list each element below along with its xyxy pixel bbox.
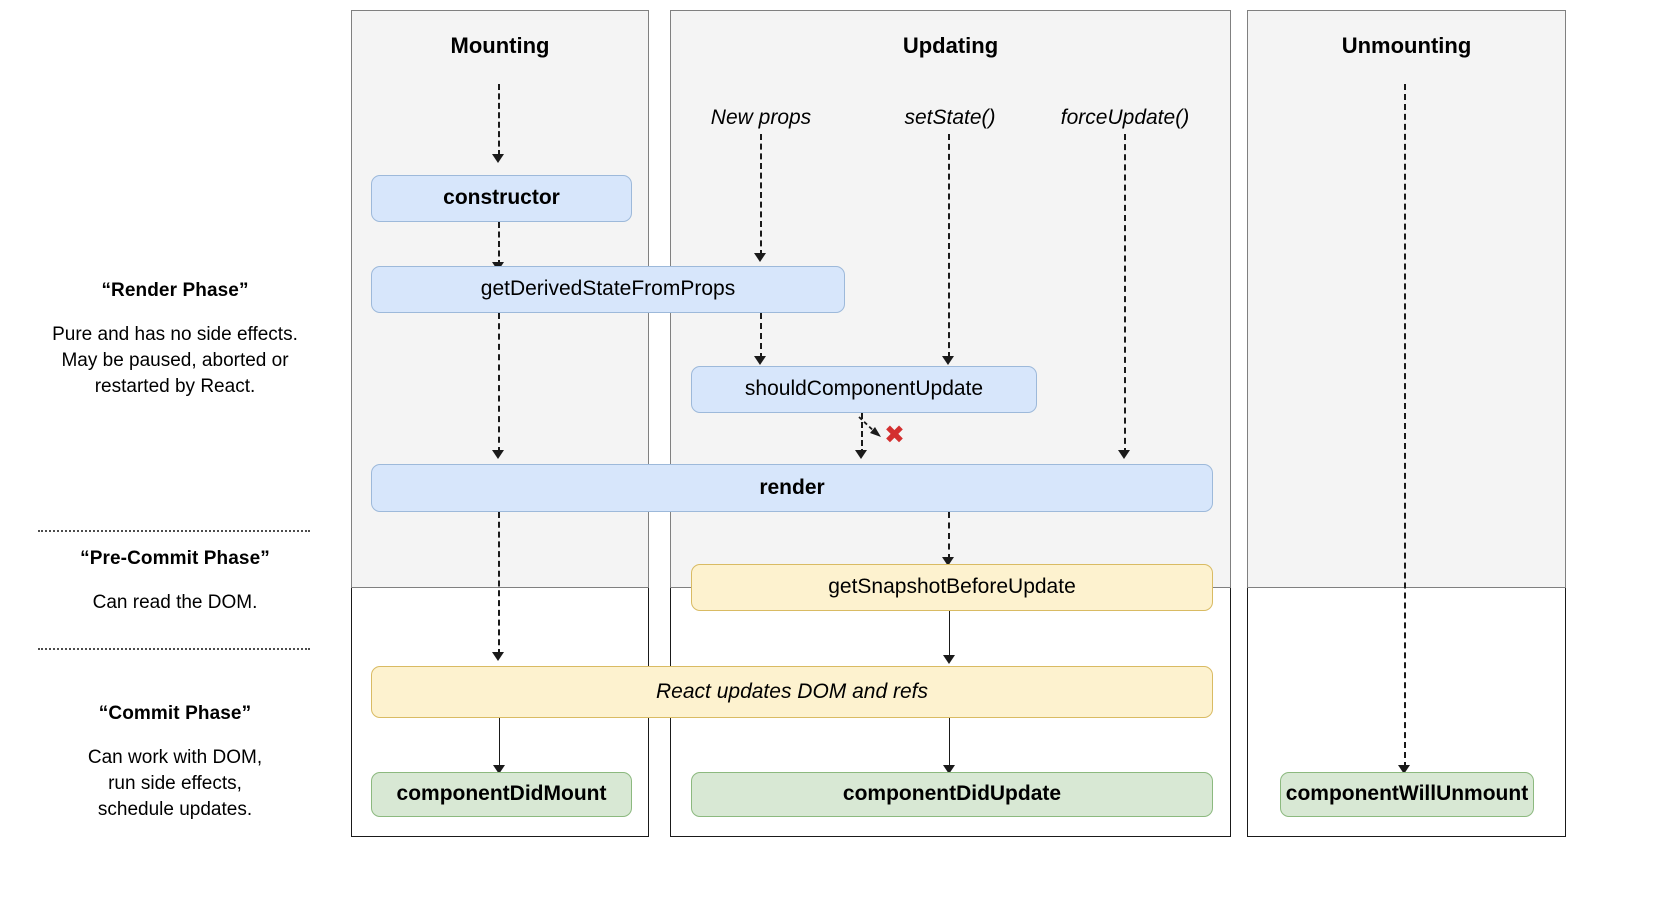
connector-constructor-to-gdsfp [498, 222, 500, 266]
phase-description-precommit: Can read the DOM. [92, 592, 258, 613]
phase-title-precommit: “Pre-Commit Phase” [80, 548, 270, 569]
phase-title-render: “Render Phase” [101, 280, 249, 301]
arrowhead-scu-to-render [855, 450, 867, 459]
connector-setstate-to-scu [948, 134, 950, 358]
phase-legend-commit: “Commit Phase” Can work with DOM,run sid… [10, 703, 340, 823]
connector-unmount-spine [1404, 84, 1406, 768]
arrowhead-render-to-dom-mount [492, 652, 504, 661]
arrowhead-newprops-to-gdsfp [754, 253, 766, 262]
lifecycle-node-get-derived-state-from-props[interactable]: getDerivedStateFromProps [371, 266, 845, 313]
connector-forceupdate-to-render [1124, 134, 1126, 454]
phase-legend-precommit: “Pre-Commit Phase” Can read the DOM. [10, 548, 340, 616]
arrowhead-forceupdate-to-render [1118, 450, 1130, 459]
lifecycle-node-get-snapshot-before-update[interactable]: getSnapshotBeforeUpdate [691, 564, 1213, 611]
connector-render-to-snapshot [948, 512, 950, 560]
trigger-label-force-update: forceUpdate() [1060, 106, 1190, 129]
phase-legend-render: “Render Phase” Pure and has no side effe… [10, 280, 340, 400]
column-title-mounting: Mounting [450, 33, 550, 58]
arrowhead-dom-to-did-update [943, 765, 955, 774]
phase-title-commit: “Commit Phase” [98, 703, 252, 724]
trigger-label-new-props: New props [710, 106, 812, 129]
lifecycle-node-constructor[interactable]: constructor [371, 175, 632, 222]
skip-x-icon: ✖ [884, 420, 905, 449]
lifecycle-node-component-did-update[interactable]: componentDidUpdate [691, 772, 1213, 817]
phase-divider-1 [38, 530, 310, 532]
lifecycle-node-component-did-mount[interactable]: componentDidMount [371, 772, 632, 817]
arrowhead-gdsfp-to-scu [754, 356, 766, 365]
connector-newprops-to-gdsfp [760, 134, 762, 256]
arrowhead-render-to-snapshot [942, 557, 954, 566]
phase-description-render: Pure and has no side effects.May be paus… [52, 324, 298, 397]
phase-description-commit: Can work with DOM,run side effects,sched… [87, 747, 263, 820]
column-title-unmounting: Unmounting [1341, 33, 1472, 58]
arrowhead-dom-to-did-mount [493, 765, 505, 774]
arrowhead-unmount-spine [1398, 765, 1410, 774]
connector-dom-to-did-update [949, 717, 950, 769]
arrowhead-mount-start [492, 154, 504, 163]
column-title-updating: Updating [902, 33, 999, 58]
connector-mount-start [498, 84, 500, 156]
connector-scu-skip [858, 416, 881, 437]
connector-snapshot-to-dom [949, 611, 950, 660]
lifecycle-node-react-updates-dom-and-refs[interactable]: React updates DOM and refs [371, 666, 1213, 718]
connector-dom-to-did-mount [499, 717, 500, 769]
lifecycle-node-should-component-update[interactable]: shouldComponentUpdate [691, 366, 1037, 413]
arrowhead-gdsfp-to-render [492, 450, 504, 459]
lifecycle-node-component-will-unmount[interactable]: componentWillUnmount [1280, 772, 1534, 817]
column-frame-unmounting-render [1247, 10, 1566, 588]
trigger-label-set-state: setState() [904, 106, 996, 129]
connector-render-to-dom-mount [498, 512, 500, 655]
arrowhead-snapshot-to-dom [943, 655, 955, 664]
connector-gdsfp-to-scu [760, 313, 762, 359]
connector-scu-to-render [861, 413, 863, 455]
connector-gdsfp-to-render [498, 313, 500, 453]
lifecycle-node-render[interactable]: render [371, 464, 1213, 512]
phase-divider-2 [38, 648, 310, 650]
arrowhead-setstate-to-scu [942, 356, 954, 365]
